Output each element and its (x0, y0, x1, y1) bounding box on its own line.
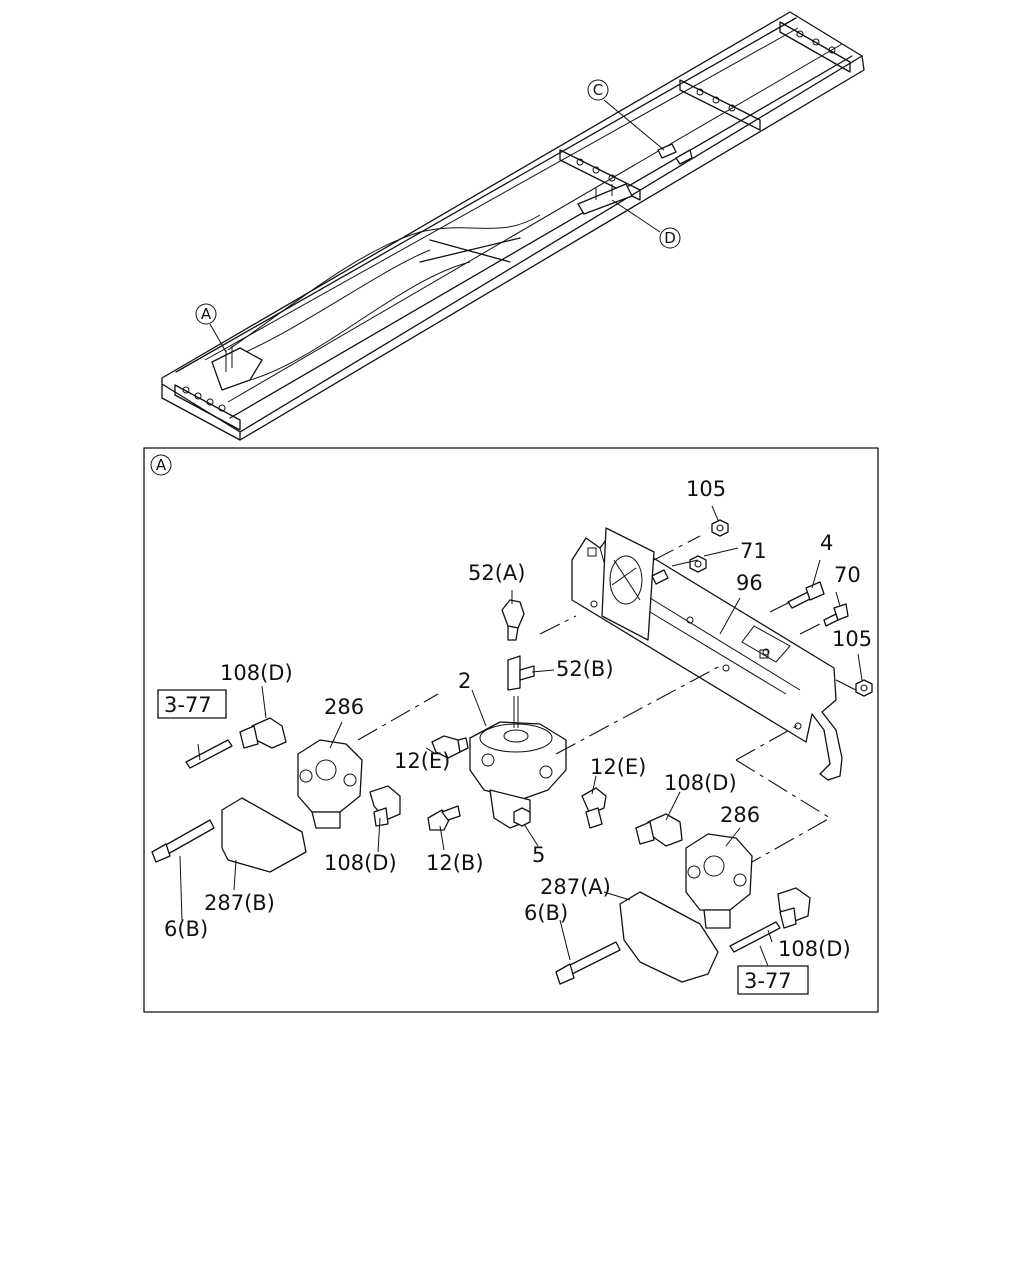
elbow-108d-right-bottom (777, 887, 811, 929)
callout-a-detail: A (150, 454, 172, 476)
elbow-12e-right (581, 787, 607, 829)
callout-a-top-text: A (201, 305, 212, 323)
detail-a-frame (143, 447, 879, 1013)
tee-12b (427, 805, 461, 831)
label-286-left: 286 (324, 695, 364, 719)
leader-a (209, 323, 227, 353)
label-6b-right: 6(B) (524, 901, 568, 925)
nut-105-top (711, 519, 729, 537)
valve-286-right (685, 833, 753, 929)
label-70: 70 (834, 563, 861, 587)
pin-left (185, 739, 233, 769)
bolt-6b-left (151, 819, 215, 863)
chassis-frame (161, 11, 865, 441)
label-leaders (179, 505, 863, 967)
ref-box-left: 3-77 (157, 689, 227, 719)
label-12e-left: 12(E) (394, 749, 450, 773)
leader-d (611, 199, 661, 233)
label-71: 71 (740, 539, 767, 563)
label-5: 5 (532, 843, 545, 867)
label-108d-right-bottom: 108(D) (778, 937, 851, 961)
elbow-108d-left-top (239, 717, 287, 749)
callout-a-detail-text: A (156, 456, 167, 474)
valve-286-left (297, 739, 363, 829)
bolt-4 (787, 581, 825, 609)
fitting-52a (501, 599, 525, 641)
label-105-top: 105 (686, 477, 726, 501)
callout-c: C (587, 79, 609, 101)
label-286-right: 286 (720, 803, 760, 827)
label-2: 2 (458, 669, 471, 693)
label-108d-top-left: 108(D) (220, 661, 293, 685)
pin-right (729, 921, 781, 953)
label-4: 4 (820, 531, 833, 555)
elbow-108d-right-top (635, 813, 683, 847)
leader-c (603, 99, 665, 151)
callout-d: D (659, 227, 681, 249)
ref-box-left-text: 3-77 (164, 693, 212, 717)
label-52a: 52(A) (468, 561, 525, 585)
label-108d-mid: 108(D) (324, 851, 397, 875)
elbow-12e-left (431, 735, 469, 759)
label-105-right: 105 (832, 627, 872, 651)
bolt-6b-right (555, 941, 621, 985)
shield-287b (221, 797, 307, 873)
callout-c-text: C (593, 81, 603, 99)
nut-71 (689, 555, 707, 573)
assembly-lines (357, 535, 857, 863)
callout-d-text: D (664, 229, 676, 247)
label-287b: 287(B) (204, 891, 275, 915)
mounting-bracket (571, 527, 843, 781)
label-52b: 52(B) (556, 657, 614, 681)
label-287a: 287(A) (540, 875, 611, 899)
nut-105-right (855, 679, 873, 697)
relay-valve-2 (469, 696, 567, 829)
label-12e-right: 12(E) (590, 755, 646, 779)
ref-box-right-text: 3-77 (744, 969, 792, 993)
tee-52b (507, 655, 535, 691)
label-108d-right-top: 108(D) (664, 771, 737, 795)
ref-box-right: 3-77 (737, 965, 809, 995)
elbow-108d-left-mid (369, 785, 401, 827)
label-6b-left: 6(B) (164, 917, 208, 941)
plug-5 (513, 807, 531, 827)
callout-a-top: A (195, 303, 217, 325)
label-96: 96 (736, 571, 763, 595)
bolt-70 (823, 603, 849, 627)
shield-287a (619, 891, 719, 983)
bolt-bracket (651, 569, 669, 585)
label-12b: 12(B) (426, 851, 484, 875)
